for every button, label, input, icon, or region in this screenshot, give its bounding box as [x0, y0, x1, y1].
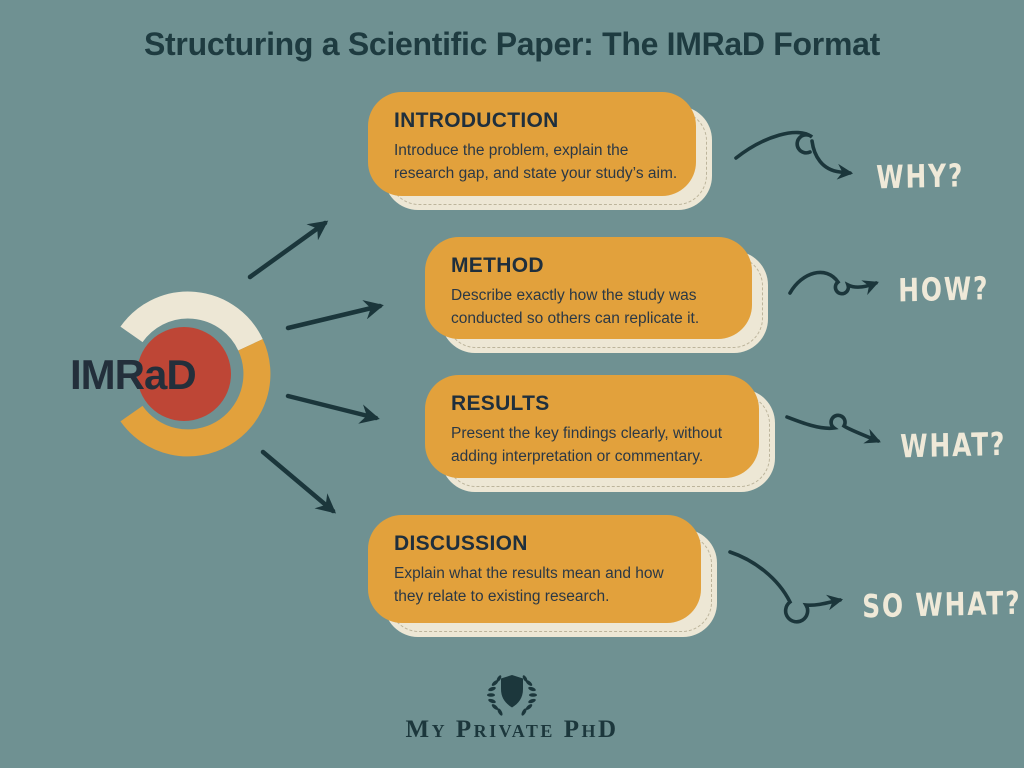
card-discussion: DISCUSSION Explain what the results mean…: [368, 515, 717, 637]
question-label-so-what: SO WHAT?: [862, 585, 1022, 626]
laurel-shield-icon: [487, 675, 537, 716]
arrow-what: [785, 413, 881, 444]
arrow-to-discussion: [260, 449, 337, 514]
card-description: Present the key findings clearly, withou…: [451, 425, 723, 466]
card-face: RESULTS Present the key findings clearly…: [425, 375, 759, 478]
arrow-how: [788, 270, 879, 296]
card-heading: METHOD: [451, 254, 544, 277]
arrow-why: [734, 130, 850, 173]
card-results: RESULTS Present the key findings clearly…: [425, 375, 775, 492]
card-introduction: INTRODUCTION Introduce the problem, expl…: [368, 92, 712, 210]
page-title: Structuring a Scientific Paper: The IMRa…: [144, 26, 880, 62]
card-heading: INTRODUCTION: [394, 109, 559, 132]
card-description: Introduce the problem, explain the resea…: [394, 142, 678, 183]
card-face: INTRODUCTION Introduce the problem, expl…: [368, 92, 696, 196]
ring-cream-arc: [120, 291, 263, 352]
brand-name: My Private PhD: [405, 716, 619, 743]
arrow-to-introduction: [247, 220, 329, 280]
card-description: Describe exactly how the study was condu…: [451, 287, 700, 328]
question-label-how: HOW?: [898, 270, 990, 310]
arrow-so-what: [728, 550, 844, 624]
question-label-what: WHAT?: [900, 426, 1007, 466]
imrad-logo-text: IMRaD: [70, 351, 197, 398]
connector-arrows: [247, 220, 384, 514]
card-heading: DISCUSSION: [394, 532, 528, 555]
arrow-to-results: [285, 393, 380, 424]
card-method: METHOD Describe exactly how the study wa…: [425, 237, 768, 353]
arrow-to-method: [285, 300, 384, 331]
card-face: METHOD Describe exactly how the study wa…: [425, 237, 752, 339]
card-face: DISCUSSION Explain what the results mean…: [368, 515, 701, 623]
card-description: Explain what the results mean and how th…: [394, 565, 664, 606]
question-label-why: WHY?: [876, 158, 965, 197]
card-heading: RESULTS: [451, 392, 550, 415]
